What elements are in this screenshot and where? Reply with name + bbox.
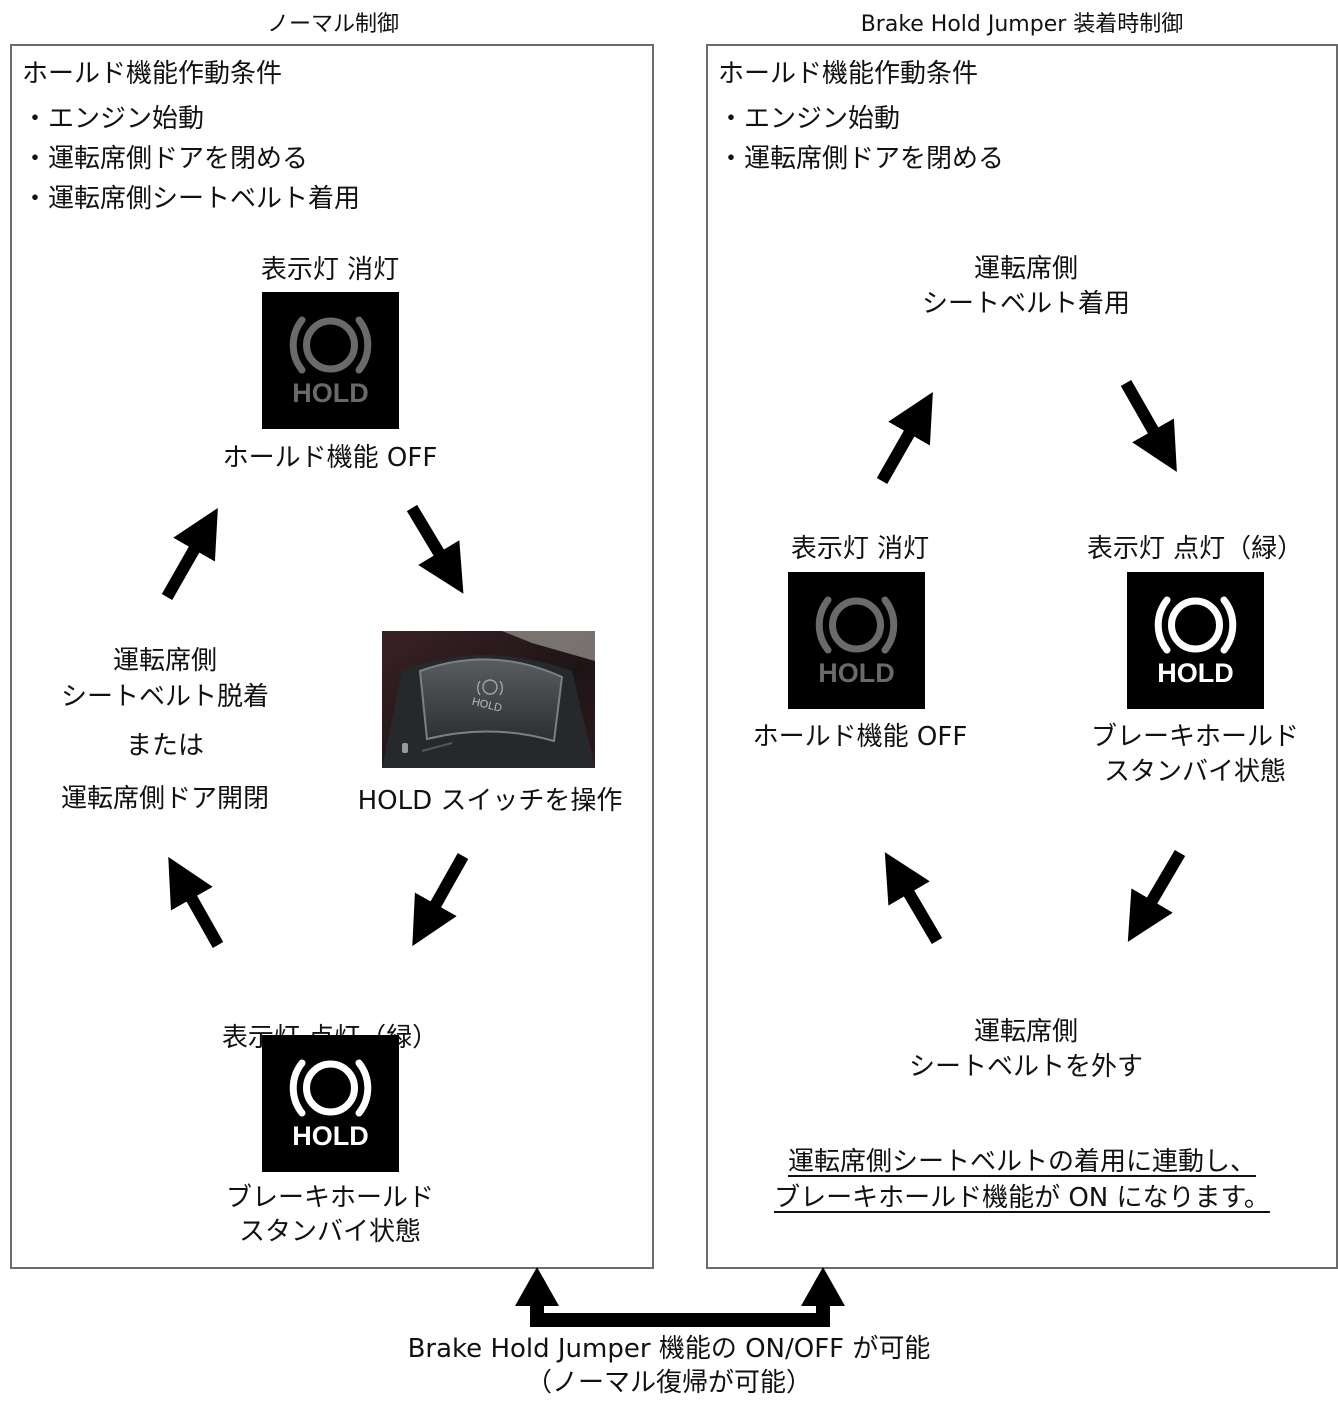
- bottom-caption-line1: Brake Hold Jumper 機能の ON/OFF が可能: [407, 1334, 931, 1364]
- svg-text:HOLD: HOLD: [818, 658, 895, 688]
- arrow-up-to-normal: [515, 1267, 559, 1306]
- unfasten-line1: 運転席側: [973, 1017, 1078, 1047]
- right-on-state-line2: スタンバイ状態: [1103, 757, 1286, 787]
- hold-indicator-off-icon: HOLD: [788, 572, 925, 709]
- arrow-down-right: [406, 504, 464, 594]
- right-condition-item: ・運転席側ドアを閉める: [718, 144, 1005, 174]
- hold-indicator-on-icon: HOLD: [1127, 572, 1264, 709]
- arrow-down-right: [1120, 380, 1177, 473]
- bottom-caption-line2: （ノーマル復帰が可能）: [525, 1368, 812, 1398]
- note-line2: ブレーキホールド機能が ON になります。: [774, 1183, 1270, 1213]
- left-off-state-label: ホールド機能 OFF: [222, 443, 438, 473]
- right-off-indicator-label: 表示灯 消灯: [790, 534, 930, 564]
- release-line3: 運転席側ドア開閉: [60, 784, 269, 814]
- arrow-up-right: [161, 507, 218, 600]
- left-off-indicator-label: 表示灯 消灯: [260, 255, 400, 285]
- arrow-up-right: [876, 391, 933, 484]
- svg-text:HOLD: HOLD: [292, 1121, 369, 1151]
- hold-switch-photo: HOLD: [382, 631, 595, 768]
- right-panel-title: Brake Hold Jumper 装着時制御: [860, 12, 1184, 37]
- fasten-line1: 運転席側: [973, 254, 1078, 284]
- left-panel-title: ノーマル制御: [266, 12, 399, 37]
- left-on-state-line1: ブレーキホールド: [225, 1183, 434, 1213]
- note-line1: 運転席側シートベルトの着用に連動し、: [787, 1147, 1256, 1177]
- right-on-indicator-label: 表示灯 点灯（緑）: [1086, 534, 1304, 564]
- arrow-down-left: [412, 853, 469, 947]
- right-off-state-label: ホールド機能 OFF: [752, 722, 968, 752]
- left-condition-item: ・エンジン始動: [22, 104, 205, 134]
- arrow-up-to-jumper: [801, 1267, 845, 1306]
- left-on-state-line2: スタンバイ状態: [238, 1217, 421, 1247]
- unfasten-line2: シートベルトを外す: [908, 1052, 1143, 1082]
- release-line1: 運転席側: [112, 646, 217, 676]
- bottom-connector: [530, 1306, 830, 1327]
- right-on-state-line1: ブレーキホールド: [1090, 722, 1299, 752]
- arrow-up-left: [884, 852, 943, 945]
- right-condition-item: ・エンジン始動: [718, 104, 901, 134]
- left-condition-item: ・運転席側シートベルト着用: [22, 184, 361, 214]
- hold-indicator-on-icon: HOLD: [262, 1035, 399, 1172]
- svg-text:HOLD: HOLD: [1157, 658, 1234, 688]
- svg-text:HOLD: HOLD: [292, 378, 369, 408]
- release-line2: シートベルト脱着: [60, 682, 269, 712]
- release-or: または: [125, 731, 204, 761]
- arrow-down-left: [1127, 849, 1186, 942]
- left-condition-item: ・運転席側ドアを閉める: [22, 144, 309, 174]
- left-conditions-header: ホールド機能作動条件: [22, 59, 283, 89]
- fasten-line2: シートベルト着用: [921, 289, 1130, 319]
- switch-label: HOLD スイッチを操作: [357, 786, 623, 816]
- arrow-up-left: [168, 856, 224, 948]
- right-conditions-header: ホールド機能作動条件: [718, 59, 979, 89]
- hold-indicator-off-icon: HOLD: [262, 292, 399, 429]
